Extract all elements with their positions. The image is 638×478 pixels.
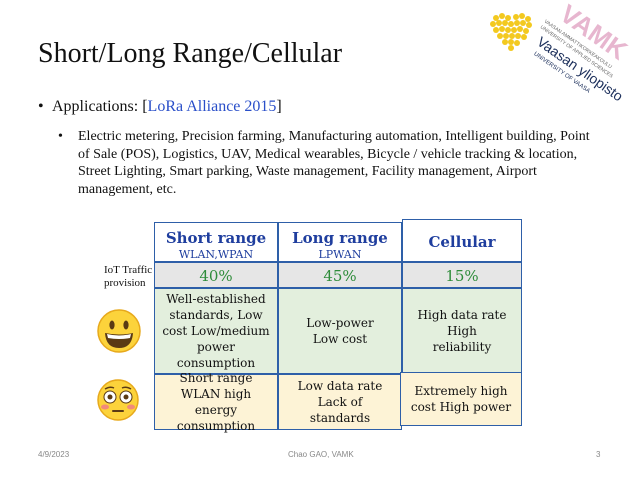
footer-author: Chao GAO, VAMK [288, 450, 354, 459]
bullet-applications: •Applications: [LoRa Alliance 2015] [38, 98, 282, 115]
cons-short-range: Short range WLAN high energy consumption [154, 371, 278, 433]
pros-long-range: Low-power Low cost [278, 288, 402, 374]
pros-short-range: Well-established standards, Low cost Low… [154, 288, 278, 374]
header-short-range: Short range WLAN,WPAN [154, 222, 278, 262]
pct-long-range: 45% [278, 262, 402, 288]
cons-long-range: Low data rate Lack of standards [278, 374, 402, 430]
grinning-face-icon [97, 309, 141, 353]
lora-alliance-link[interactable]: LoRa Alliance 2015 [147, 98, 277, 115]
header-long-range: Long range LPWAN [278, 222, 402, 262]
header-cellular: Cellular [402, 219, 522, 262]
bullet-applications-list: • Electric metering, Precision farming, … [58, 129, 590, 197]
cons-cellular: Extremely high cost High power [400, 372, 522, 426]
honeycomb-heart-icon [490, 13, 532, 51]
pct-cellular: 15% [402, 262, 522, 288]
footer-page-number: 3 [596, 450, 601, 459]
row-label-traffic: IoT Traffic provision [104, 264, 153, 289]
footer-date: 4/9/2023 [38, 450, 70, 459]
pct-short-range: 40% [154, 262, 278, 288]
logo: VAMK VAASAN AMMATTIKORKEAKOULU UNIVERSIT… [490, 0, 633, 104]
pros-cellular: High data rate High reliability [402, 288, 522, 374]
flushed-face-icon [97, 379, 139, 421]
slide-title: Short/Long Range/Cellular [38, 38, 343, 69]
